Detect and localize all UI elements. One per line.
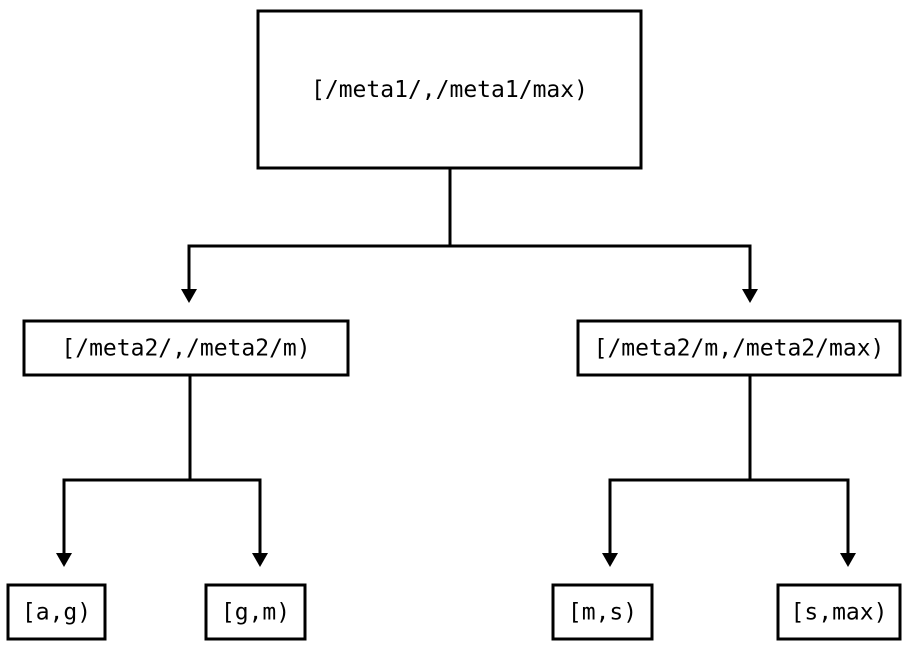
tree-node-leaf-smax[interactable]: [s,max) [776,583,902,641]
tree-node-leaf-ag[interactable]: [a,g) [6,583,107,641]
edge-connector-line [448,168,752,289]
arrowhead-icon [181,289,197,303]
node-label: [/meta2/,/meta2/m) [61,336,310,362]
node-box[interactable] [776,583,902,641]
edge-connector-line [608,375,752,553]
node-box[interactable] [576,319,902,377]
node-box[interactable] [6,583,107,641]
node-label: [a,g) [22,600,91,626]
node-box[interactable] [204,583,307,641]
tree-node-meta2-right[interactable]: [/meta2/m,/meta2/max) [576,319,902,377]
tree-node-leaf-gm[interactable]: [g,m) [204,583,307,641]
node-box[interactable] [551,583,654,641]
tree-edge [181,168,452,303]
node-label: [m,s) [568,600,637,626]
edge-connector-line [188,375,262,553]
edge-connector-line [748,375,850,553]
edge-connector-line [187,168,452,289]
node-label: [/meta1/,/meta1/max) [311,77,588,103]
tree-edge [748,375,856,567]
tree-edge [56,375,192,567]
arrowhead-icon [840,553,856,567]
node-label: [g,m) [221,600,290,626]
tree-edge [188,375,268,567]
edge-layer [56,168,856,567]
node-label: [s,max) [791,600,888,626]
node-box[interactable] [256,9,643,170]
arrowhead-icon [252,553,268,567]
arrowhead-icon [56,553,72,567]
edge-connector-line [62,375,192,553]
node-label: [/meta2/m,/meta2/max) [594,336,885,362]
arrowhead-icon [602,553,618,567]
node-layer: [/meta1/,/meta1/max) [/meta2/,/meta2/m) [/… [6,9,902,641]
arrowhead-icon [742,289,758,303]
node-box[interactable] [22,319,350,377]
tree-node-leaf-ms[interactable]: [m,s) [551,583,654,641]
tree-edge [448,168,758,303]
tree-node-meta2-left[interactable]: [/meta2/,/meta2/m) [22,319,350,377]
tree-edge [602,375,752,567]
tree-node-root[interactable]: [/meta1/,/meta1/max) [256,9,643,170]
